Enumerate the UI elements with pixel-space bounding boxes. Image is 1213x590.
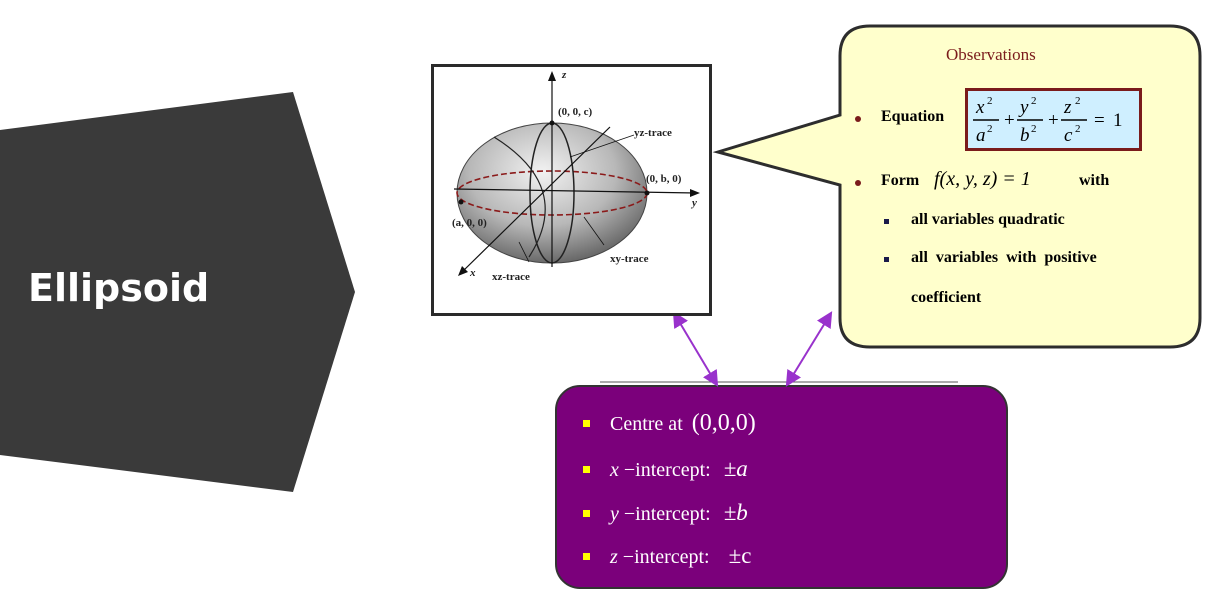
svg-text:2: 2 (1031, 95, 1037, 107)
form-expression: f(x, y, z) = 1 (934, 168, 1031, 190)
y-intercept-label: −intercept: (623, 503, 711, 525)
sub-item-quadratic: all variables quadratic (911, 211, 1065, 228)
x-intercept-label: −intercept: (623, 459, 711, 481)
ellipsoid-figure: z y x (0, 0, c) (0, b, 0) (a, 0, 0) yz-t… (431, 64, 712, 316)
x-intercept-value: ±a (723, 456, 748, 481)
xz-trace-pointer (518, 241, 530, 263)
sub-bullet-icon (884, 257, 889, 262)
yellow-bullet-icon (583, 553, 590, 560)
yz-trace-label: yz-trace (634, 127, 672, 139)
z-axis-label: z (562, 69, 567, 81)
svg-text:b: b (1020, 125, 1030, 146)
svg-text:a: a (976, 125, 986, 146)
z-variable: z (610, 546, 618, 568)
x-variable: x (610, 459, 619, 481)
z-intercept-label: −intercept: (622, 546, 710, 568)
y-variable: y (610, 503, 619, 525)
y-axis-arrow-icon (690, 189, 700, 197)
svg-text:+: + (1004, 110, 1015, 131)
connector-figure-to-box (672, 311, 719, 387)
point-top-marker (549, 120, 555, 126)
svg-text:z: z (1063, 97, 1072, 118)
y-intercept-item: y −intercept: ±b (610, 500, 748, 526)
form-label: Form (881, 172, 920, 189)
title-arrow-shape (0, 92, 355, 492)
svg-text:2: 2 (1031, 123, 1037, 135)
bullet-icon (855, 116, 861, 122)
properties-box (555, 385, 1008, 589)
x-axis-label: x (470, 267, 476, 279)
svg-text:=: = (1094, 110, 1105, 131)
z-axis-arrow-icon (548, 71, 556, 81)
svg-text:2: 2 (1075, 123, 1081, 135)
svg-text:2: 2 (1075, 95, 1081, 107)
x-axis (461, 126, 611, 273)
x-intercept-item: x −intercept: ±a (610, 456, 748, 482)
point-left-label: (a, 0, 0) (452, 217, 487, 229)
svg-text:+: + (1048, 110, 1059, 131)
form-suffix: with (1079, 172, 1110, 189)
sub-bullet-icon (884, 219, 889, 224)
sub-item-coefficient: coefficient (911, 289, 982, 306)
y-axis (453, 188, 697, 194)
point-top-label: (0, 0, c) (558, 106, 593, 118)
centre-item: Centre at (0,0,0) (610, 410, 756, 437)
xz-trace-label: xz-trace (492, 271, 530, 283)
yellow-bullet-icon (583, 510, 590, 517)
y-intercept-value: ±b (723, 500, 748, 525)
x-axis-arrow-icon (458, 266, 468, 276)
svg-text:y: y (1018, 97, 1029, 118)
point-right-label: (0, b, 0) (646, 173, 682, 185)
z-intercept-item: z −intercept: ±c (610, 543, 751, 569)
svg-text:2: 2 (987, 123, 993, 135)
connector-callout-to-box (785, 311, 833, 387)
yellow-bullet-icon (583, 466, 590, 473)
xz-trace-curve (493, 136, 546, 258)
ellipsoid-drawing (453, 71, 700, 276)
svg-text:x: x (975, 97, 985, 118)
yz-trace-pointer (569, 134, 635, 158)
svg-text:2: 2 (987, 95, 993, 107)
xy-trace-label: xy-trace (610, 253, 649, 265)
observations-heading: Observations (946, 45, 1036, 64)
yellow-bullet-icon (583, 420, 590, 427)
bullet-icon (855, 180, 861, 186)
sub-item-positive: all variables with positive (911, 249, 1097, 266)
z-intercept-value: ±c (728, 543, 752, 568)
point-right-marker (644, 190, 650, 196)
shape-title: Ellipsoid (28, 266, 210, 310)
centre-value: (0,0,0) (691, 410, 756, 436)
equation-label: Equation (881, 108, 945, 125)
centre-label: Centre at (610, 413, 683, 435)
svg-text:c: c (1064, 125, 1073, 146)
point-left-marker (458, 199, 464, 205)
xy-trace-pointer (583, 216, 605, 246)
y-axis-label: y (692, 197, 697, 209)
svg-text:1: 1 (1113, 110, 1123, 131)
